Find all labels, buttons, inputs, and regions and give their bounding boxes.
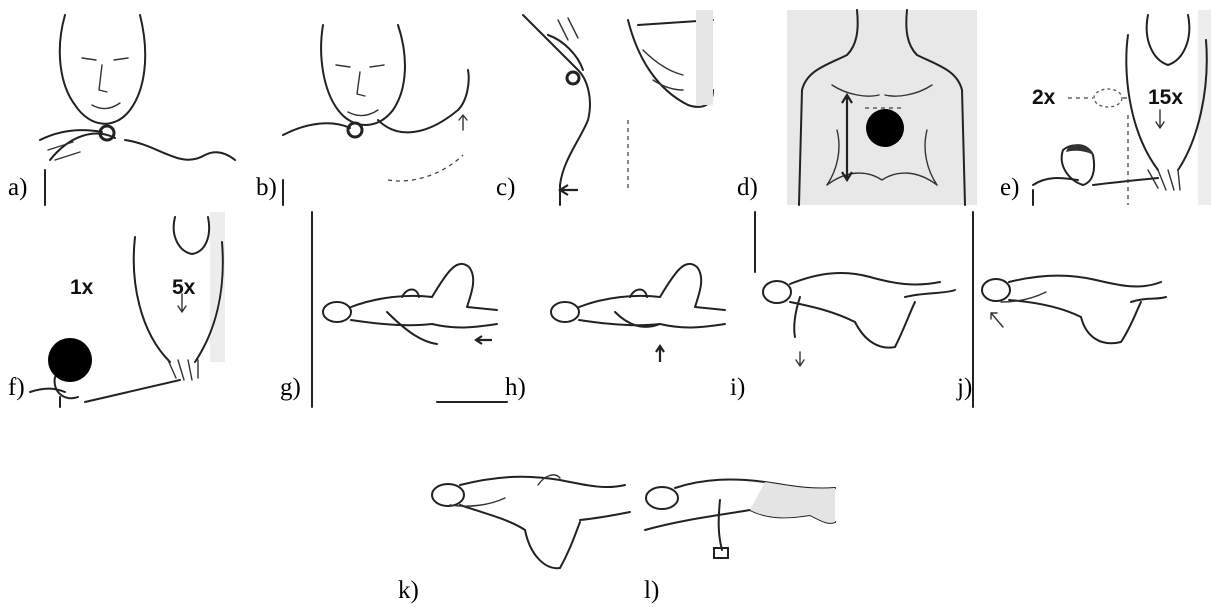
panel-a-label: a) bbox=[8, 175, 27, 200]
panel-c-illustration bbox=[518, 10, 713, 205]
panel-h-label: h) bbox=[505, 375, 526, 400]
panel-k: k) bbox=[420, 460, 635, 607]
panel-e-compressions-label: 15x bbox=[1148, 86, 1183, 110]
panel-g-label: g) bbox=[280, 375, 301, 400]
panel-e-breaths-label: 2x bbox=[1032, 86, 1055, 110]
panel-a-illustration bbox=[30, 10, 235, 205]
panel-j: j) bbox=[971, 212, 1171, 407]
panel-b: b) bbox=[278, 10, 483, 205]
panel-i: i) bbox=[755, 212, 965, 407]
panel-l-illustration bbox=[640, 460, 840, 607]
panel-d-label: d) bbox=[737, 175, 758, 200]
panel-k-illustration bbox=[420, 460, 635, 607]
panel-e: 2x 15x e) bbox=[1028, 10, 1211, 205]
panel-l: l) bbox=[640, 460, 840, 607]
panel-f-breaths-label: 1x bbox=[70, 276, 93, 300]
panel-b-label: b) bbox=[256, 175, 277, 200]
panel-f-label: f) bbox=[8, 375, 25, 400]
panel-h: h) bbox=[535, 212, 740, 407]
panel-h-illustration bbox=[535, 212, 740, 407]
panel-g: g) bbox=[307, 212, 512, 407]
panel-f-compressions-label: 5x bbox=[172, 276, 195, 300]
panel-d-illustration bbox=[787, 10, 977, 205]
panel-k-label: k) bbox=[398, 578, 419, 603]
panel-i-illustration bbox=[755, 212, 965, 407]
panel-c-label: c) bbox=[496, 175, 515, 200]
panel-j-illustration bbox=[971, 212, 1171, 407]
panel-a: a) bbox=[30, 10, 235, 205]
panel-b-illustration bbox=[278, 10, 483, 205]
panel-i-label: i) bbox=[730, 375, 745, 400]
panel-f-illustration bbox=[30, 212, 225, 407]
panel-e-label: e) bbox=[1000, 175, 1019, 200]
panel-l-label: l) bbox=[644, 578, 659, 603]
panel-j-label: j) bbox=[957, 375, 972, 400]
panel-g-illustration bbox=[307, 212, 512, 407]
panel-f: 1x 5x f) bbox=[30, 212, 225, 407]
panel-c: c) bbox=[518, 10, 713, 205]
panel-e-illustration bbox=[1028, 10, 1211, 205]
panel-d: d) bbox=[787, 10, 977, 205]
